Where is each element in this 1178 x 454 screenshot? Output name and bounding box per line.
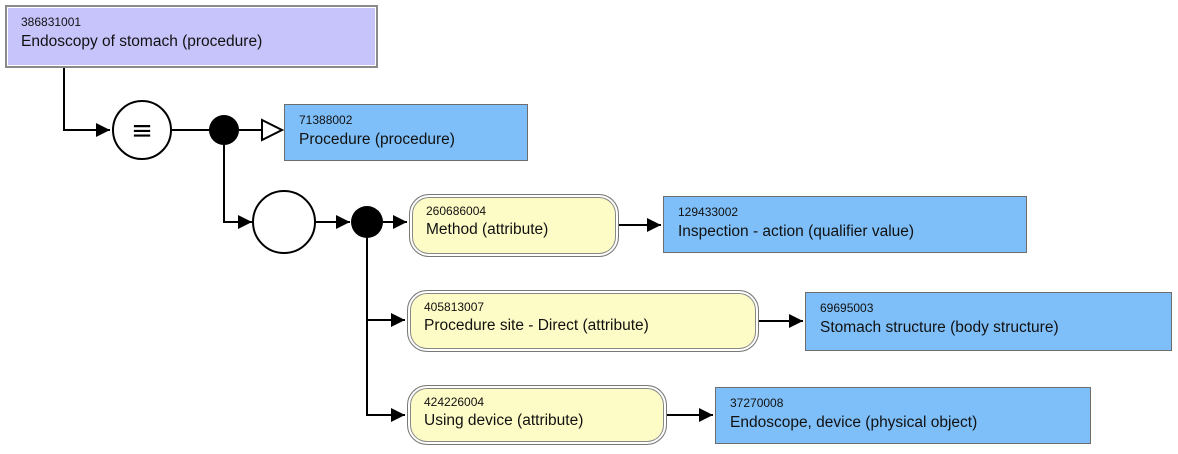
value-inspection-action[interactable]: 129433002 Inspection - action (qualifier… xyxy=(663,196,1027,253)
attribute-procedure-site-direct[interactable]: 405813007 Procedure site - Direct (attri… xyxy=(407,290,759,352)
attribute-group-icon xyxy=(252,190,316,254)
attr2-link xyxy=(366,238,405,327)
value-stomach-structure[interactable]: 69695003 Stomach structure (body structu… xyxy=(805,292,1172,351)
is-a-arrow-icon xyxy=(261,118,285,142)
attribute-id: 424226004 xyxy=(424,395,485,409)
focus-connector xyxy=(63,68,110,137)
concept-id: 386831001 xyxy=(21,15,82,29)
equivalence-operator-icon: ≡ xyxy=(112,100,172,160)
group-connector xyxy=(223,145,252,229)
concept-term: Inspection - action (qualifier value) xyxy=(678,223,915,240)
attribute-term: Method (attribute) xyxy=(426,221,549,238)
concept-id: 71388002 xyxy=(299,113,353,127)
attribute-id: 260686004 xyxy=(426,204,487,218)
focus-concept[interactable]: 386831001 Endoscopy of stomach (procedur… xyxy=(5,5,378,68)
concept-id: 37270008 xyxy=(730,396,784,410)
attribute-term: Using device (attribute) xyxy=(424,412,584,429)
concept-id: 69695003 xyxy=(820,301,874,315)
conjunction-dot-icon xyxy=(209,115,239,145)
value-endoscope-device[interactable]: 37270008 Endoscope, device (physical obj… xyxy=(715,387,1091,444)
parent-concept[interactable]: 71388002 Procedure (procedure) xyxy=(284,104,528,161)
concept-term: Procedure (procedure) xyxy=(299,131,455,148)
concept-term: Stomach structure (body structure) xyxy=(820,319,1059,336)
concept-id: 129433002 xyxy=(678,205,739,219)
attribute-method[interactable]: 260686004 Method (attribute) xyxy=(409,194,619,257)
attribute-using-device[interactable]: 424226004 Using device (attribute) xyxy=(407,385,667,445)
group-conjunction-dot-icon xyxy=(351,206,383,238)
concept-term: Endoscope, device (physical object) xyxy=(730,414,978,431)
attr3-link xyxy=(366,320,405,422)
attribute-term: Procedure site - Direct (attribute) xyxy=(424,317,649,334)
svg-text:≡: ≡ xyxy=(131,116,153,146)
attribute-id: 405813007 xyxy=(424,300,485,314)
concept-term: Endoscopy of stomach (procedure) xyxy=(21,33,263,50)
